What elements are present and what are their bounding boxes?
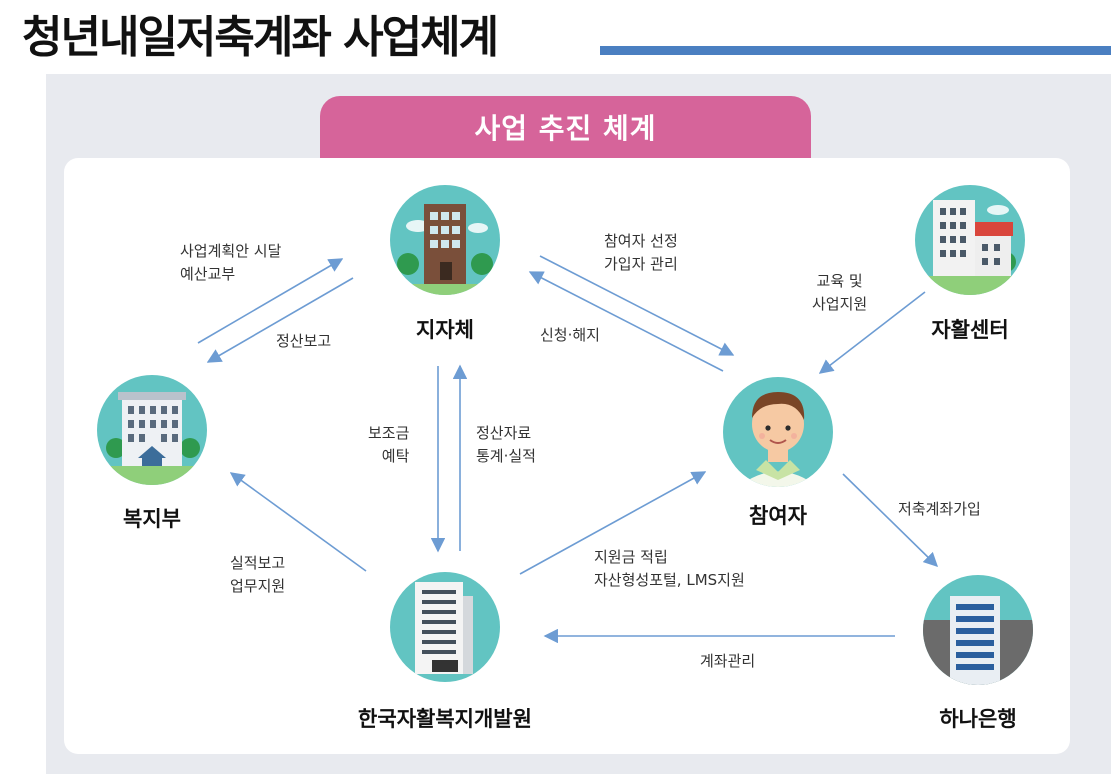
edge-label-line: 예탁 bbox=[381, 447, 410, 465]
node-ministry: 복지부 bbox=[123, 507, 181, 531]
edge-label-performance: 실적보고 업무지원 bbox=[230, 552, 285, 598]
page-title: 청년내일저축계좌 사업체계 bbox=[22, 12, 499, 63]
edge-label-line: 사업지원 bbox=[812, 295, 868, 313]
edge-label-plan-budget: 사업계획안 시달 예산교부 bbox=[180, 240, 281, 286]
bank-tower-icon bbox=[923, 575, 1033, 685]
section-banner: 사업 추진 체계 bbox=[320, 96, 811, 158]
node-self-support-center: 자활센터 bbox=[931, 318, 1009, 342]
arrow-ministry-to-municipality bbox=[197, 258, 344, 344]
edge-label-line: 예산교부 bbox=[180, 265, 236, 283]
edge-label-line: 보조금 bbox=[368, 424, 410, 442]
diagram-canvas bbox=[64, 158, 1070, 754]
node-participant: 참여자 bbox=[749, 504, 807, 528]
office-tower-icon bbox=[390, 572, 500, 682]
arrow-participant-to-bank bbox=[842, 473, 939, 568]
edge-label-line: 가입자 관리 bbox=[604, 255, 678, 273]
edge-label-settlement-data: 정산자료 통계·실적 bbox=[476, 422, 536, 468]
hospital-building-icon bbox=[915, 185, 1025, 295]
building-icon bbox=[390, 185, 500, 295]
edge-label-apply-cancel: 신청·해지 bbox=[540, 326, 600, 344]
arrow-municipality-to-ministry bbox=[206, 277, 354, 363]
edge-label-line: 자산형성포털, LMS지원 bbox=[594, 571, 745, 589]
arrow-center-to-participant bbox=[818, 291, 926, 374]
edge-label-join-account: 저축계좌가입 bbox=[898, 500, 981, 518]
edge-label-line: 실적보고 bbox=[230, 554, 286, 572]
title-underline bbox=[600, 46, 1111, 55]
node-bank: 하나은행 bbox=[939, 707, 1017, 731]
node-municipality: 지자체 bbox=[416, 318, 474, 342]
edge-label-line: 지원금 적립 bbox=[594, 548, 668, 566]
edge-label-line: 통계·실적 bbox=[476, 447, 536, 465]
edge-label-select-manage: 참여자 선정 가입자 관리 bbox=[604, 230, 678, 276]
edge-label-settlement-report: 정산보고 bbox=[276, 332, 332, 350]
arrow-participant-to-municipality bbox=[528, 271, 724, 372]
edge-label-account-management: 계좌관리 bbox=[700, 652, 756, 670]
edge-label-line: 정산자료 bbox=[476, 424, 532, 442]
edge-label-support: 지원금 적립 자산형성포털, LMS지원 bbox=[594, 546, 745, 592]
edge-label-line: 참여자 선정 bbox=[604, 232, 678, 250]
government-building-icon bbox=[97, 375, 207, 485]
arrow-municipality-to-participant bbox=[539, 255, 735, 356]
edge-label-line: 사업계획안 시달 bbox=[180, 242, 282, 260]
edge-label-line: 업무지원 bbox=[230, 577, 286, 595]
edge-label-subsidy: 보조금 예탁 bbox=[368, 422, 409, 468]
person-icon bbox=[723, 377, 833, 487]
arrow-institute-to-participant bbox=[519, 471, 707, 575]
edge-label-education: 교육 및 사업지원 bbox=[812, 270, 867, 316]
edge-label-line: 교육 및 bbox=[816, 272, 863, 290]
node-institute: 한국자활복지개발원 bbox=[358, 707, 532, 731]
arrow-institute-to-ministry bbox=[229, 472, 367, 572]
